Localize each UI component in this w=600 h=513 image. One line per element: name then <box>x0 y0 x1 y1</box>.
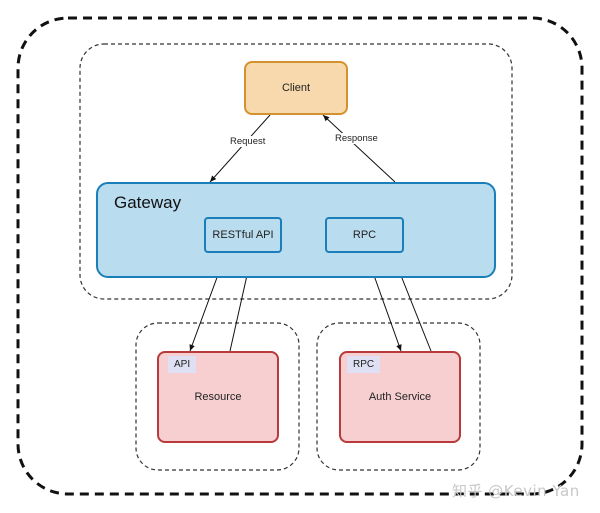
response-arrow <box>322 114 396 183</box>
gateway-zone <box>79 43 513 300</box>
client-node: Client <box>244 61 348 115</box>
resource-api-tag: API <box>168 356 197 373</box>
gateway-node <box>96 182 496 278</box>
resource-node: Resource <box>157 351 279 443</box>
restful-api-label: RESTful API <box>212 229 274 241</box>
response-label: Response <box>334 133 379 144</box>
outer-boundary <box>16 16 584 496</box>
resource-label: Resource <box>194 391 242 403</box>
request-arrow <box>209 114 271 183</box>
auth-service-label: Auth Service <box>368 391 432 403</box>
watermark: 知乎 @Kevin Yan <box>452 482 580 500</box>
request-label: Request <box>229 136 267 147</box>
auth-zone <box>316 322 481 471</box>
gateway-rpc-label: RPC <box>352 229 377 241</box>
gateway-title: Gateway <box>114 193 182 212</box>
client-label: Client <box>281 82 311 94</box>
resource-zone <box>135 322 300 471</box>
gateway-rpc-node: RPC <box>325 217 404 253</box>
restful-api-node: RESTful API <box>204 217 282 253</box>
auth-rpc-tag: RPC <box>347 356 381 373</box>
